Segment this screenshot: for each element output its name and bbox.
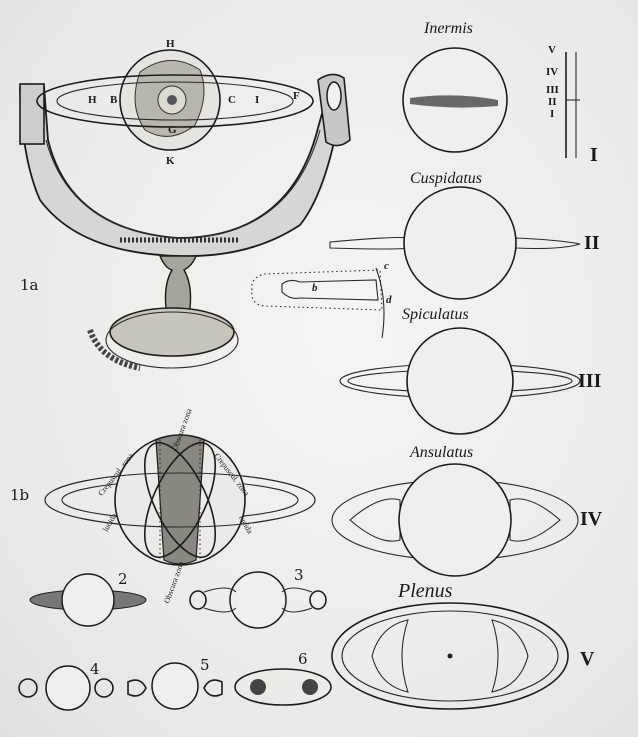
stage-II-numeral: II bbox=[584, 232, 600, 254]
globe-letter-right-inner: C bbox=[228, 94, 236, 106]
globe-letter-right: I bbox=[255, 94, 260, 106]
fig-5-label: 5 bbox=[200, 656, 210, 674]
fig-1b-label: 1b bbox=[10, 486, 30, 504]
fig-1a-label: 1a bbox=[20, 276, 39, 294]
detail-letter-d: d bbox=[386, 294, 392, 306]
globe-letter-lower: G bbox=[168, 124, 177, 136]
globe-letter-left-inner: B bbox=[110, 94, 118, 106]
scale-numeral-V: V bbox=[548, 44, 556, 56]
globe-letter-bottom: K bbox=[166, 155, 175, 167]
detail-letter-c: c bbox=[384, 260, 389, 272]
globe-letter-left: H bbox=[88, 94, 97, 106]
fig-2-label: 2 bbox=[118, 570, 128, 588]
stage-III-numeral: III bbox=[578, 370, 602, 392]
stage-II-drawing bbox=[251, 186, 581, 339]
fig-2-drawing bbox=[29, 573, 147, 627]
fig-3-label: 3 bbox=[294, 566, 304, 584]
scale-numeral-II: II bbox=[548, 96, 557, 108]
scale-numeral-I: I bbox=[550, 108, 555, 120]
stage-IV-name: Ansulatus bbox=[410, 444, 474, 461]
fig-4-label: 4 bbox=[90, 660, 100, 678]
fig-5-drawing bbox=[127, 662, 223, 710]
detail-letter-b: b bbox=[312, 282, 318, 294]
globe-letter-top: H bbox=[166, 38, 175, 50]
stage-V-name: Plenus bbox=[398, 580, 453, 602]
scale-numeral-III: III bbox=[546, 84, 559, 96]
fig-4-drawing bbox=[18, 665, 114, 711]
zone-diagram bbox=[44, 434, 316, 566]
stage-IV-numeral: IV bbox=[580, 508, 603, 530]
stage-I-numeral: I bbox=[590, 144, 598, 166]
stage-V-numeral: V bbox=[580, 648, 595, 670]
globe-letter-ring: F bbox=[293, 90, 300, 102]
stage-I-drawing bbox=[402, 47, 580, 158]
stage-III-name: Spiculatus bbox=[402, 306, 469, 323]
scale-numeral-IV: IV bbox=[546, 66, 559, 78]
stage-V-drawing bbox=[331, 602, 569, 710]
stage-I-name: Inermis bbox=[424, 20, 473, 37]
fig-6-drawing bbox=[234, 668, 332, 706]
globe-apparatus bbox=[19, 49, 351, 371]
fig-6-label: 6 bbox=[298, 650, 308, 668]
stage-III-drawing bbox=[339, 327, 581, 435]
fig-3-drawing bbox=[189, 571, 327, 629]
stage-II-name: Cuspidatus bbox=[410, 170, 483, 187]
stage-IV-drawing bbox=[331, 463, 579, 577]
